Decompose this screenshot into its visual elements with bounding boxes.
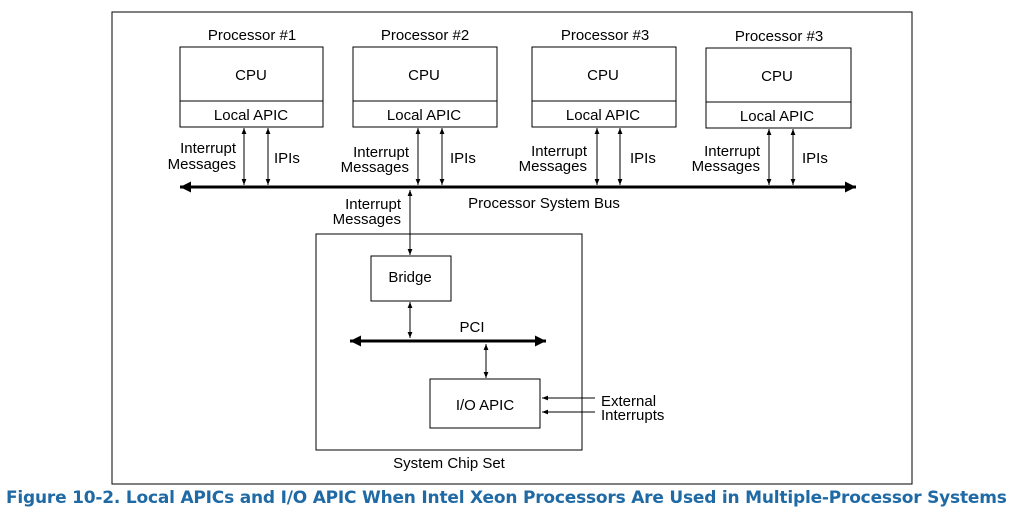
cpu-box <box>179 46 324 128</box>
processor-title: Processor #2 <box>381 27 469 44</box>
processor-4: Processor #3 CPU Local APIC Interrupt Me… <box>692 28 852 185</box>
bridge-box <box>370 255 452 302</box>
chipset-label: System Chip Set <box>393 455 506 472</box>
cpu-label: CPU <box>587 67 619 84</box>
local-apic-label: Local APIC <box>214 107 288 124</box>
processor-1: Processor #1 CPU Local APIC Interrupt Me… <box>168 27 324 185</box>
cpu-box <box>531 46 677 128</box>
processor-title: Processor #1 <box>208 27 296 44</box>
interrupt-messages-label-1: Interrupt <box>353 144 410 161</box>
bus-label: Processor System Bus <box>468 195 620 212</box>
pci-label: PCI <box>459 319 484 336</box>
cpu-label: CPU <box>408 67 440 84</box>
system-chip-set-box <box>315 233 583 451</box>
interrupt-messages-label-2: Messages <box>519 158 587 175</box>
bridge-label: Bridge <box>388 269 431 286</box>
processor-3: Processor #3 CPU Local APIC Interrupt Me… <box>519 27 677 185</box>
bridge-interrupt-messages-label-1: Interrupt <box>345 196 402 213</box>
cpu-label: CPU <box>235 67 267 84</box>
interrupt-messages-label-2: Messages <box>692 158 760 175</box>
cpu-box <box>352 46 498 128</box>
ipis-label: IPIs <box>450 150 476 167</box>
ipis-label: IPIs <box>802 150 828 167</box>
processor-title: Processor #3 <box>735 28 823 45</box>
external-label-2: Interrupts <box>601 407 664 424</box>
external-label-1: External <box>601 393 656 410</box>
interrupt-messages-label-1: Interrupt <box>180 140 237 157</box>
local-apic-label: Local APIC <box>566 107 640 124</box>
interrupt-messages-label-2: Messages <box>168 156 236 173</box>
local-apic-label: Local APIC <box>387 107 461 124</box>
bridge-interrupt-messages-label-2: Messages <box>333 211 401 228</box>
outer-frame <box>111 11 913 485</box>
cpu-box <box>705 47 852 129</box>
processor-2: Processor #2 CPU Local APIC Interrupt Me… <box>341 27 498 185</box>
interrupt-messages-label-1: Interrupt <box>531 143 588 160</box>
ipis-label: IPIs <box>274 150 300 167</box>
apic-diagram: Processor #1 CPU Local APIC Interrupt Me… <box>111 11 913 485</box>
local-apic-label: Local APIC <box>740 108 814 125</box>
ipis-label: IPIs <box>630 150 656 167</box>
interrupt-messages-label-1: Interrupt <box>704 143 761 160</box>
io-apic-label: I/O APIC <box>456 397 515 414</box>
io-apic-box <box>429 378 541 429</box>
cpu-label: CPU <box>761 68 793 85</box>
interrupt-messages-label-2: Messages <box>341 159 409 176</box>
figure-caption: Figure 10-2. Local APICs and I/O APIC Wh… <box>6 488 1007 508</box>
processor-title: Processor #3 <box>561 27 649 44</box>
